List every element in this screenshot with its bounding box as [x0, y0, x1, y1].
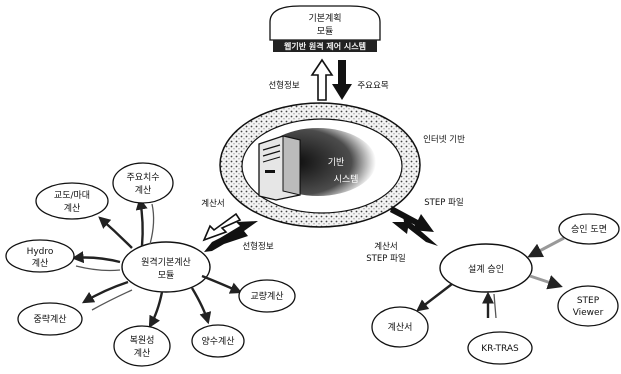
module-main-dim-line2: 계산	[135, 184, 152, 196]
module-hydro-line2: 계산	[32, 257, 49, 269]
right-hub-label: 설계 승인	[468, 263, 504, 275]
module-step-viewer: STEP Viewer	[558, 286, 618, 326]
module-weight-line1: 중략계산	[33, 313, 66, 325]
module-restoration: 복원성 계산	[114, 326, 170, 366]
module-calc-sheet: 계산서	[372, 307, 428, 347]
top-module: 기본계획 모듈 웹기반 원격 제어 시스템	[270, 6, 380, 52]
module-hydro: Hydro 계산	[6, 240, 74, 272]
label-key-result-down: 주요요목	[357, 81, 388, 91]
module-restoration-line1: 복원성	[130, 335, 155, 346]
module-main-dim-line1: 주요치수	[126, 171, 159, 183]
module-bridge-line1: 교량계산	[250, 290, 283, 302]
server-label-line2: 시스템	[334, 173, 359, 185]
module-pumping-line1: 양수계산	[201, 335, 234, 347]
module-pier-line1: 교도/마대	[54, 190, 90, 201]
label-step-file-right: STEP 파일	[424, 198, 463, 208]
top-arrow-pair	[312, 60, 352, 100]
top-module-line2: 모듈	[317, 26, 334, 37]
right-arrow-pair	[390, 206, 438, 246]
module-weight: 중략계산	[18, 303, 82, 335]
module-pier: 교도/마대 계산	[36, 183, 108, 219]
module-hydro-line1: Hydro	[27, 247, 54, 257]
left-hub-line2: 모듈	[158, 270, 175, 281]
module-pier-line2: 계산	[64, 202, 81, 214]
module-bridge: 교량계산	[239, 280, 295, 312]
top-module-line1: 기본계획	[308, 12, 341, 24]
label-calc-sheet-left: 계산서	[201, 198, 224, 209]
server-icon	[259, 136, 300, 200]
left-hub-line1: 원격기본계산	[141, 256, 191, 268]
label-route-info-up: 선형정보	[268, 80, 299, 91]
module-step-viewer-line2: Viewer	[573, 308, 604, 318]
module-main-dim: 주요치수 계산	[113, 163, 173, 203]
module-restoration-line2: 계산	[134, 347, 151, 359]
label-internet-ring: 인터넷 기반	[423, 134, 465, 145]
module-kr-tras: KR-TRAS	[468, 332, 532, 364]
module-calc-sheet-line1: 계산서	[388, 321, 413, 333]
label-route-info-left: 선형정보	[242, 241, 273, 252]
module-approval-drawing: 승인 도면	[559, 214, 619, 244]
module-approval-drawing-line1: 승인 도면	[571, 224, 607, 235]
module-pumping: 양수계산	[192, 325, 244, 357]
label-calc-step-line1: 계산서	[374, 241, 397, 252]
label-calc-step-line2: STEP 파일	[366, 254, 405, 264]
server-label-line1: 기반	[328, 157, 345, 168]
left-hub-node: 원격기본계산 모듈	[122, 242, 210, 292]
module-step-viewer-line1: STEP	[577, 296, 600, 306]
top-module-header: 웹기반 원격 제어 시스템	[284, 41, 366, 51]
internet-server-node: 기반 시스템	[220, 103, 420, 227]
right-hub-node: 설계 승인	[440, 244, 532, 292]
module-kr-tras-line1: KR-TRAS	[481, 344, 519, 354]
